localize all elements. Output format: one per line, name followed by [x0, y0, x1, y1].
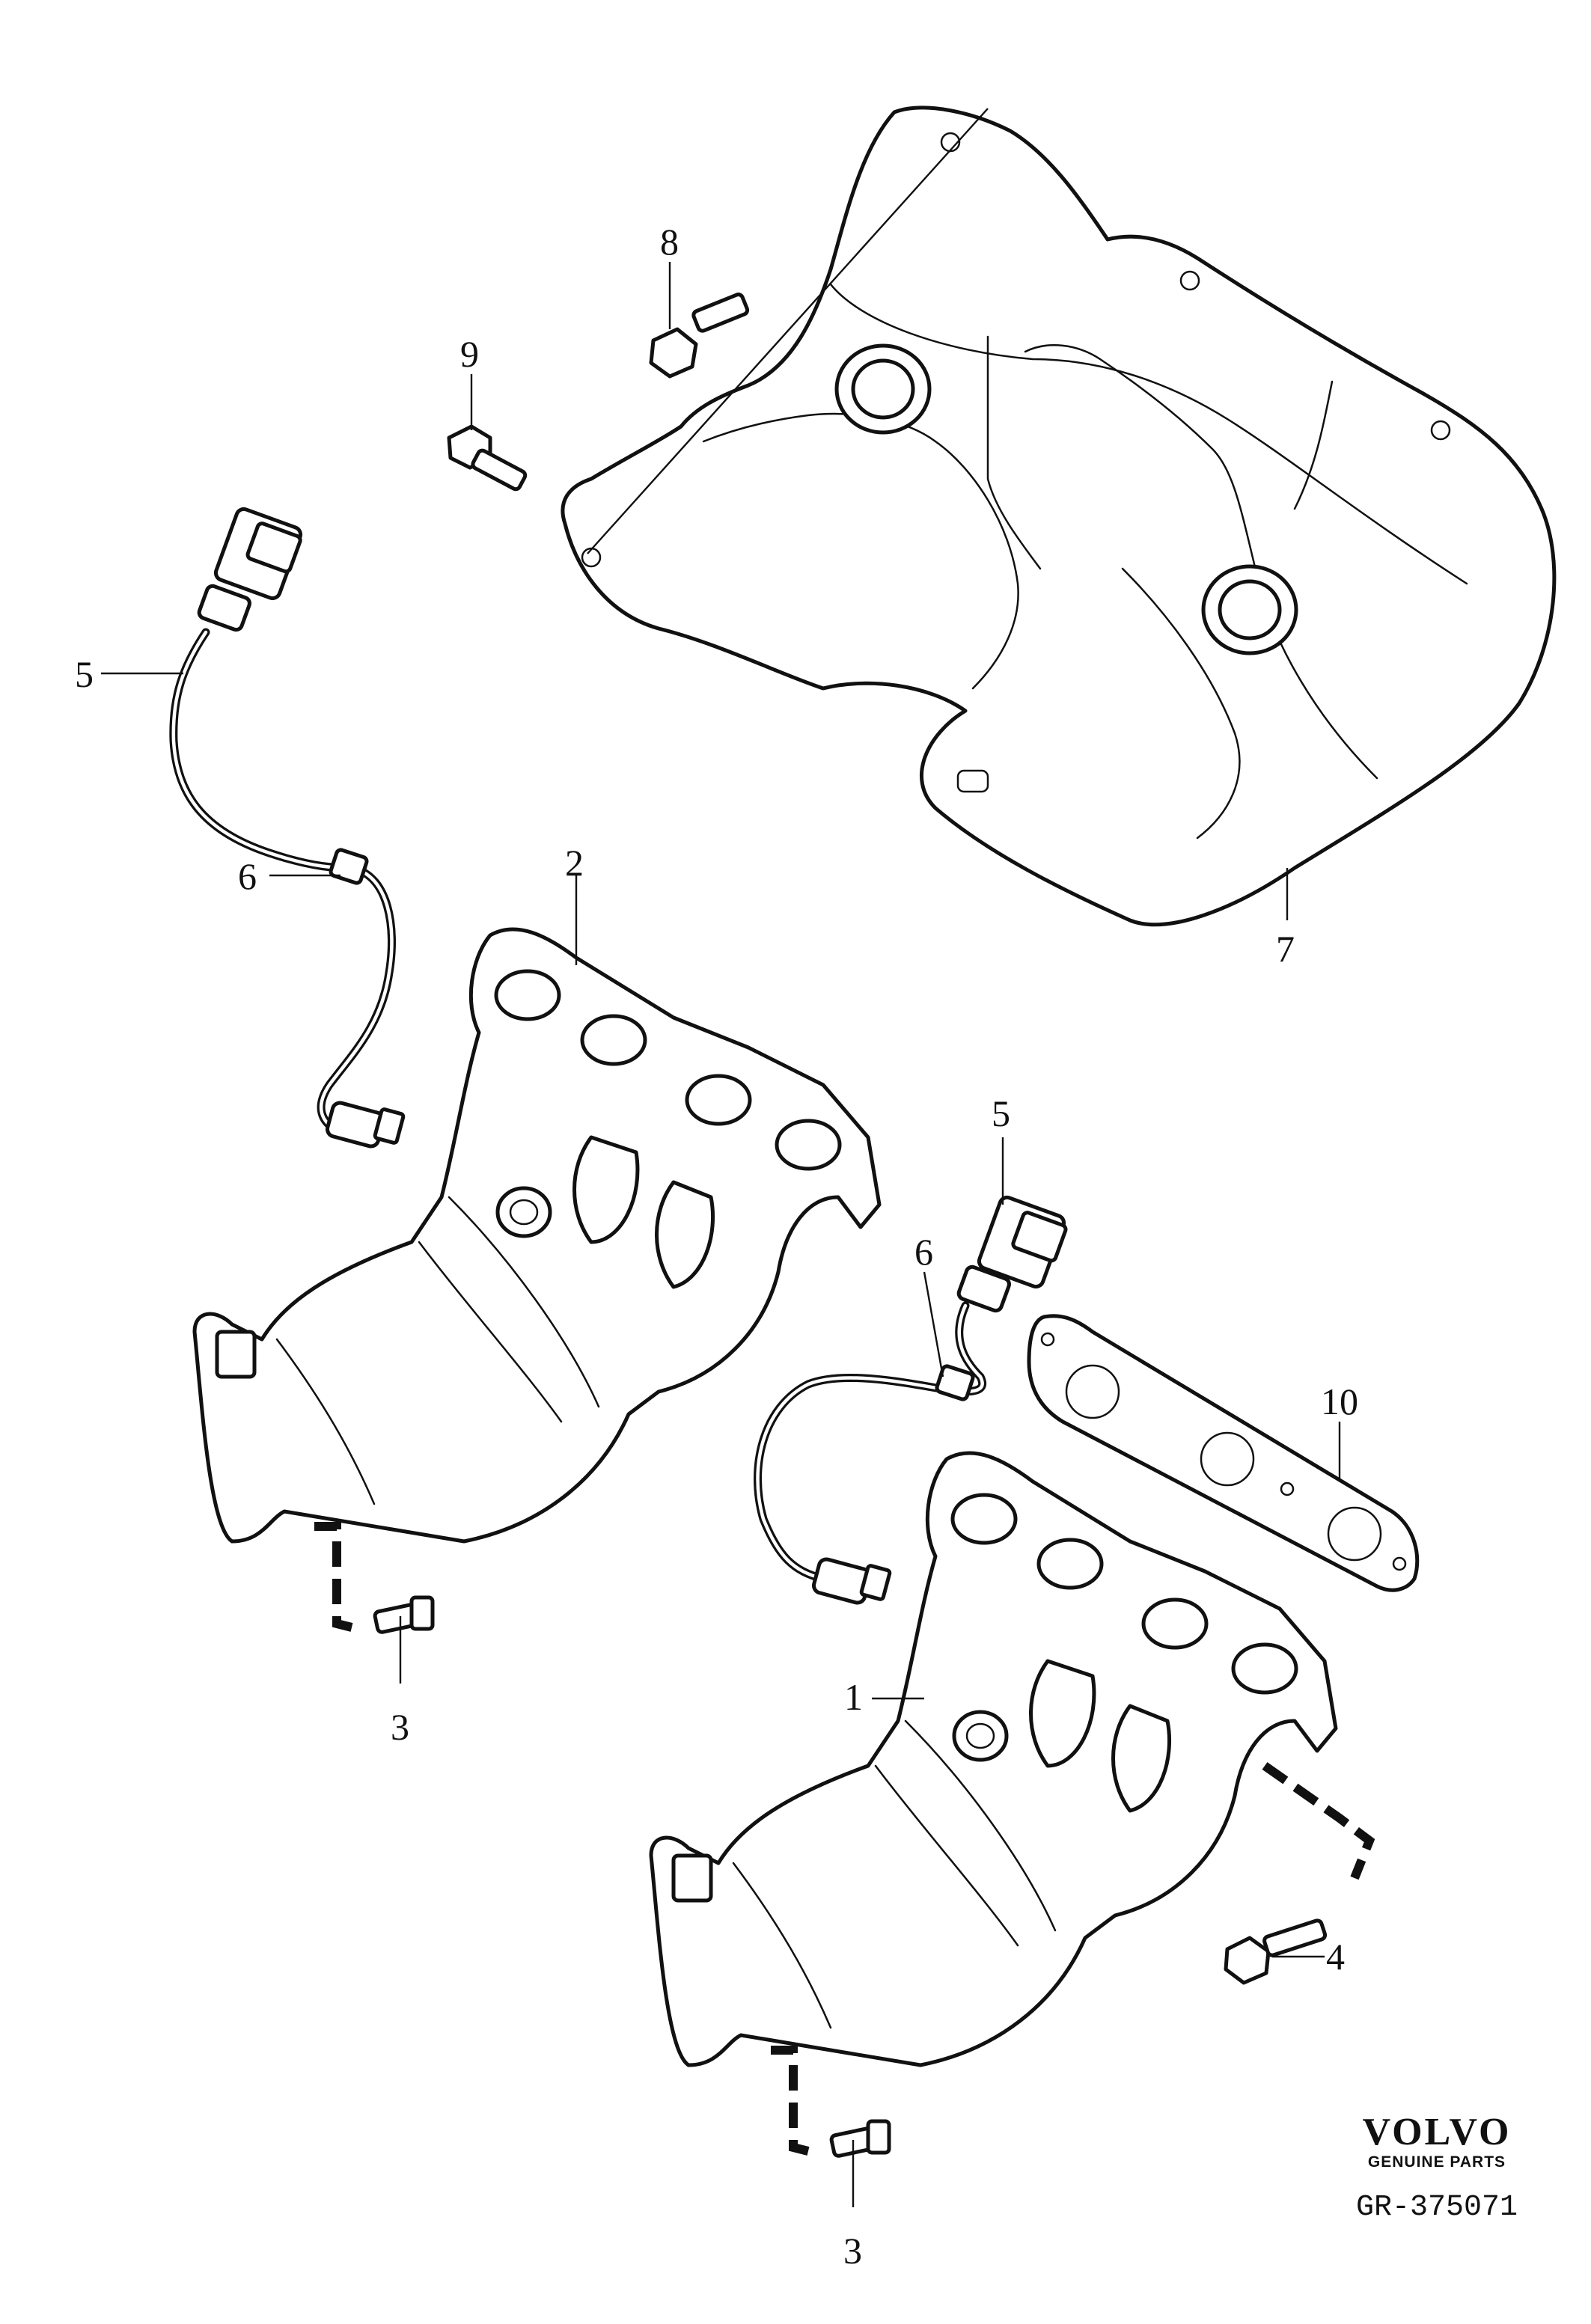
bolt-9: [447, 424, 528, 492]
exhaust-manifold-1: [649, 1451, 1338, 2067]
oxygen-sensor-upper: [169, 507, 406, 1149]
callout-1: 1: [844, 1676, 863, 1718]
bolt-4: [1224, 1762, 1375, 1985]
brand-subtitle: GENUINE PARTS: [1367, 2153, 1506, 2171]
bolt-8: [649, 293, 750, 379]
callout-labels: 1 2 3 3 4 5 5 6 6 7 8 9 10: [75, 221, 1358, 2272]
brand-logo: VOLVO: [1362, 2111, 1512, 2153]
diagram-id: GR-375071: [1355, 2191, 1518, 2224]
bolt-3-upper: [314, 1522, 435, 1634]
callout-9: 9: [460, 333, 479, 375]
leader-lines: [101, 108, 1341, 2207]
callout-5-upper: 5: [75, 653, 94, 695]
callout-10: 10: [1321, 1380, 1358, 1422]
callout-6-upper: 6: [238, 855, 257, 897]
callout-2: 2: [565, 842, 584, 884]
callout-8: 8: [660, 221, 679, 263]
callout-4: 4: [1326, 1936, 1345, 1978]
callout-3-lower: 3: [843, 2230, 862, 2272]
oxygen-sensor-lower: [754, 1195, 1068, 1605]
bolt-3-lower: [771, 2046, 891, 2158]
callout-5-lower: 5: [992, 1092, 1010, 1134]
exhaust-manifold-2: [192, 927, 882, 1544]
heat-shield: [561, 106, 1557, 927]
callout-6-lower: 6: [914, 1231, 933, 1273]
callout-3-upper: 3: [391, 1706, 409, 1748]
callout-7: 7: [1276, 928, 1295, 970]
gasket-10: [1027, 1314, 1420, 1592]
